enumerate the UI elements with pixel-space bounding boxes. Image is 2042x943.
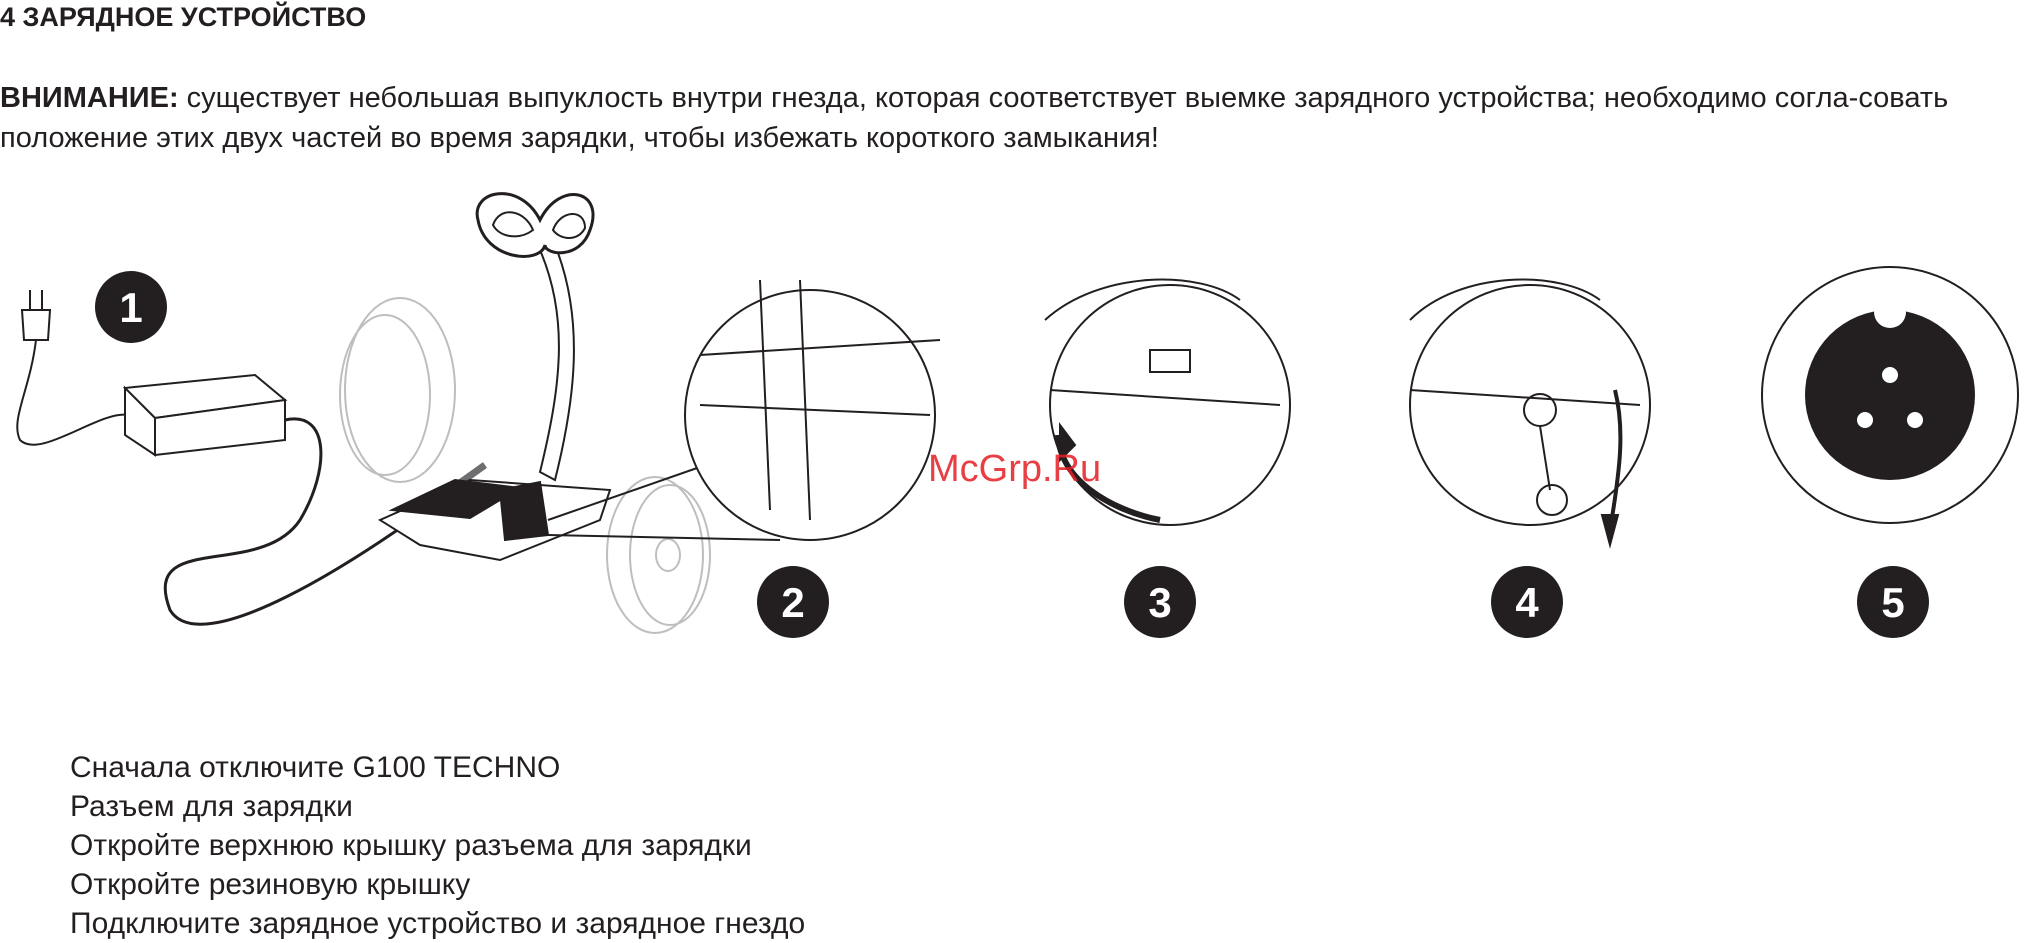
- step-badge-3-label: 3: [1148, 579, 1171, 626]
- power-plug-icon: [16, 290, 129, 446]
- step-badge-5: 5: [1857, 566, 1929, 638]
- step-item-3: Откройте верхнюю крышку разъема для заря…: [70, 829, 752, 862]
- callout-line-top: [547, 459, 721, 521]
- warning-label: ВНИМАНИЕ:: [0, 82, 179, 114]
- charger-cable: [163, 417, 481, 626]
- step-item-5: Подключите зарядное устройство и зарядно…: [70, 907, 806, 940]
- watermark: McGrp.Ru: [928, 448, 1102, 490]
- step-item-4: Откройте резиновую крышку: [70, 868, 471, 901]
- step-badge-5-label: 5: [1881, 579, 1904, 626]
- step-badge-4-label: 4: [1515, 579, 1539, 626]
- step-item-2: Разъем для зарядки: [70, 790, 353, 823]
- detail-open-rubber-cover: [1409, 278, 1651, 549]
- step-badge-1: 1: [95, 271, 167, 343]
- charger-box: [122, 373, 288, 457]
- step-badge-1-label: 1: [119, 284, 142, 331]
- callout-line-bottom: [547, 534, 781, 541]
- scooter-outline: [339, 192, 711, 634]
- detail-charging-port: [684, 279, 941, 541]
- warning-paragraph: ВНИМАНИЕ: существует небольшая выпуклост…: [0, 78, 2035, 158]
- arrow-up-icon: [1059, 422, 1077, 463]
- detail-charging-socket: [1761, 266, 2019, 524]
- section-title: 4 ЗАРЯДНОЕ УСТРОЙСТВО: [0, 2, 367, 32]
- step-item-1: Сначала отключите G100 TECHNO: [70, 751, 561, 784]
- step-badge-2-label: 2: [781, 579, 804, 626]
- steps-list: Сначала отключите G100 TECHNO Разъем для…: [70, 748, 805, 943]
- step-badge-2: 2: [757, 566, 829, 638]
- step-badge-3: 3: [1124, 566, 1196, 638]
- arrow-down-icon: [1600, 514, 1620, 549]
- detail-open-top-cover: [1044, 278, 1291, 526]
- charging-illustration: 1 2 3 4 5: [16, 192, 2019, 638]
- step-badge-4: 4: [1491, 566, 1563, 638]
- warning-text: существует небольшая выпуклость внутри г…: [0, 82, 1949, 154]
